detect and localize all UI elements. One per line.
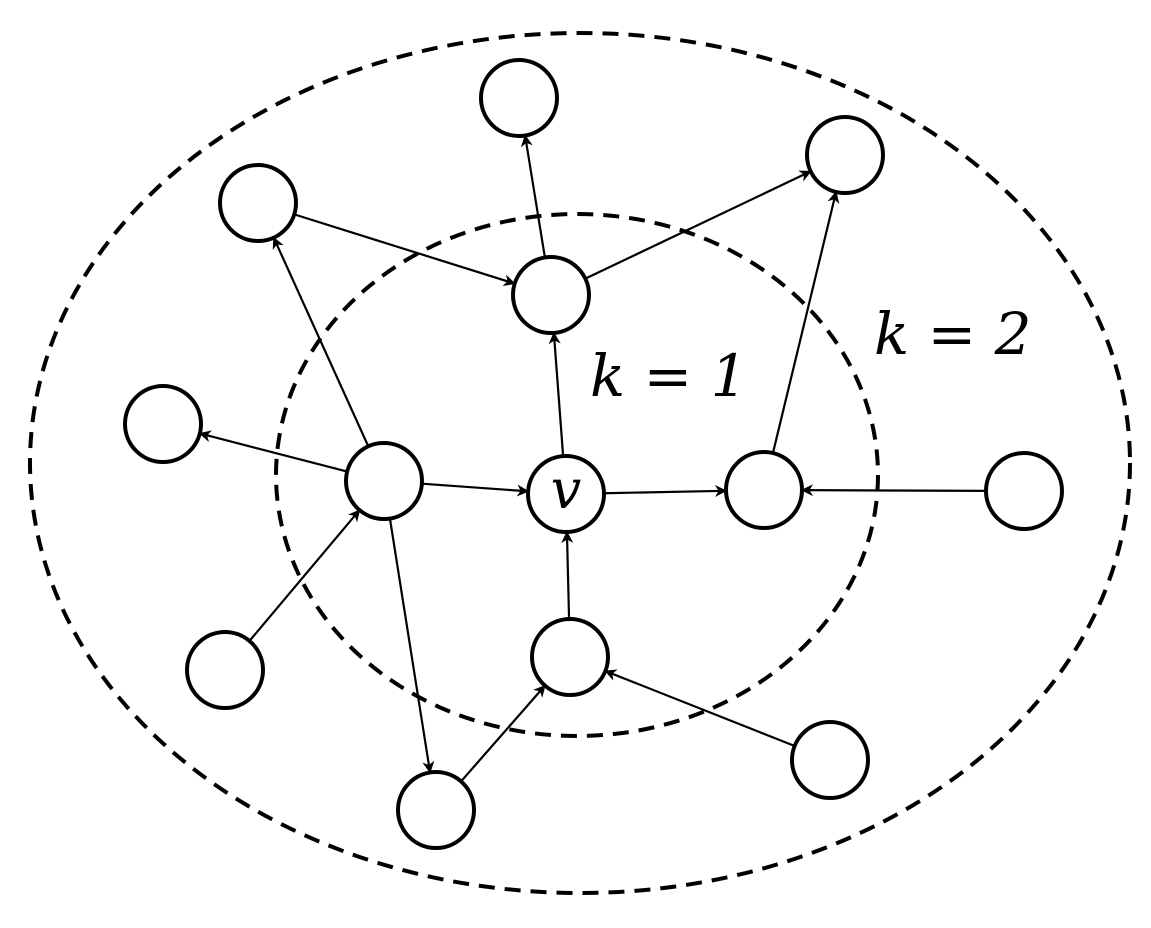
node-far-left: [123, 384, 203, 464]
edge-lower-right-to-lower-center: [604, 669, 796, 748]
edge-left-hub-to-far-left: [198, 430, 348, 473]
node-lower-left: [185, 630, 265, 710]
ring-k1: [274, 212, 880, 738]
edge-left-hub-to-upper-left: [272, 236, 370, 447]
node-lower-right: [790, 720, 870, 800]
node-far-right: [984, 451, 1064, 531]
ring-k2-label: k = 2: [874, 300, 1032, 368]
node-upper-left: [218, 163, 298, 243]
edges-group: [198, 134, 987, 783]
node-left-hub: [344, 441, 424, 521]
edge-lower-left-to-left-hub: [248, 509, 361, 642]
node-upper-center: [511, 255, 591, 335]
edge-upper-center-to-top: [520, 134, 546, 258]
node-right-mid: [724, 450, 804, 530]
edge-left-hub-to-v: [421, 482, 530, 497]
node-top-right: [805, 115, 885, 195]
edge-upper-center-to-top-right: [584, 170, 812, 280]
edge-left-hub-to-bottom: [388, 518, 435, 774]
node-lower-center: [530, 617, 610, 697]
edge-right-mid-to-top-right: [771, 190, 840, 454]
ring-k2: [28, 31, 1132, 895]
edge-lower-center-to-v: [561, 530, 574, 620]
center-node-label: v: [551, 458, 582, 521]
center-node: [526, 454, 606, 534]
edge-v-to-right-mid: [603, 484, 728, 497]
edge-bottom-to-lower-center: [460, 684, 546, 783]
edge-far-right-to-right-mid: [800, 484, 987, 497]
nodes-group: [123, 58, 1064, 850]
edge-upper-left-to-upper-center: [293, 213, 516, 287]
node-top: [479, 58, 559, 138]
ring-k1-label: k = 1: [590, 342, 748, 410]
node-bottom: [396, 770, 476, 850]
edge-v-to-upper-center: [548, 331, 565, 457]
